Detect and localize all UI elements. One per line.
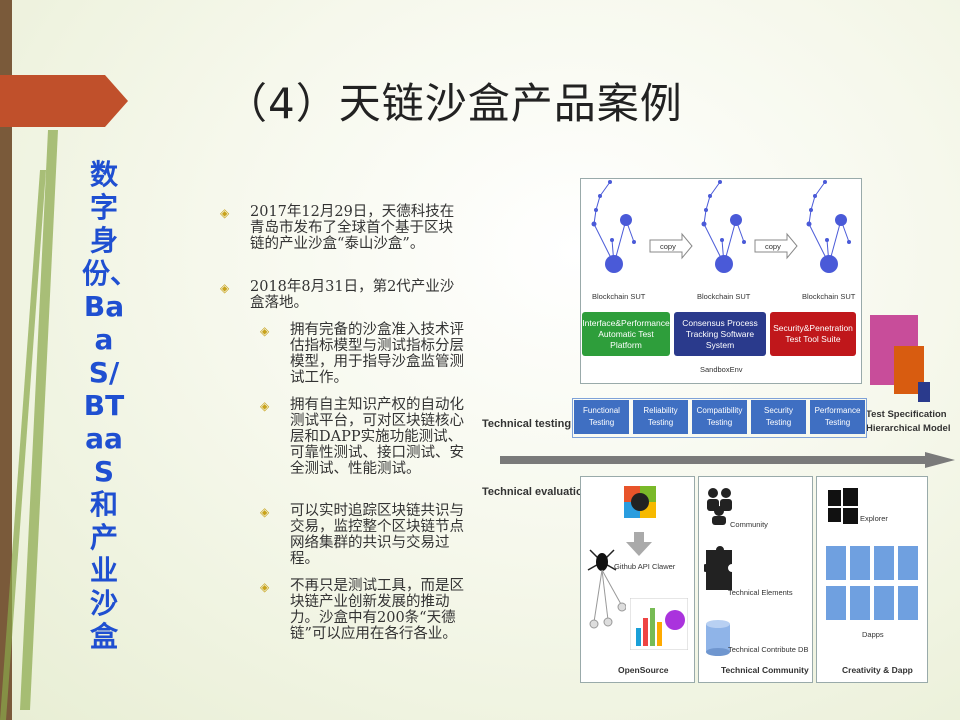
left-bar	[0, 0, 12, 720]
test-compatibility: Compatibility Testing	[692, 400, 747, 434]
community-icon	[707, 488, 732, 525]
test-security: Security Testing	[751, 400, 806, 434]
sub-bullet-3: ◈ 可以实时追踪区块链共识与交易，监控整个区块链节点网络集群的共识与交易过程。	[260, 503, 464, 567]
puzzle-icon	[704, 546, 732, 590]
github-icon	[624, 486, 656, 518]
test-functional: Functional Testing	[574, 400, 629, 434]
technical-testing-label: Technical testing	[482, 418, 572, 430]
tool-consensus-tracking: Consensus Process Tracking Software Syst…	[674, 312, 766, 356]
tech-community-label: Technical Community	[721, 665, 809, 675]
database-icon	[706, 620, 730, 656]
spider-icon	[587, 549, 626, 629]
crawler-label: Github API Clawer	[614, 562, 676, 571]
diamond-icon: ◈	[260, 580, 270, 594]
diamond-icon: ◈	[220, 281, 230, 295]
copy-label-1: copy	[660, 242, 676, 251]
title-arrow	[0, 75, 128, 127]
diamond-icon: ◈	[260, 324, 270, 338]
page-title: （4）天链沙盒产品案例	[225, 79, 683, 128]
test-reliability: Reliability Testing	[633, 400, 688, 434]
tests-bar	[572, 398, 867, 438]
spec-square-navy	[918, 382, 930, 402]
decorative-arrows	[0, 130, 58, 720]
bullet-1: ◈ 2017年12月29日，天德科技在青岛市发布了全球首个基于区块链的产业沙盒“…	[220, 204, 455, 252]
sut-label-2: Blockchain SUT	[697, 292, 751, 301]
diamond-icon: ◈	[260, 505, 270, 519]
sut-label-3: Blockchain SUT	[802, 292, 856, 301]
sub-bullet-1: ◈ 拥有完备的沙盒准入技术评估指标模型与测试指标分层模型，用于指导沙盒监管测试工…	[260, 322, 464, 386]
bullet-2: ◈ 2018年8月31日，第2代产业沙盒落地。	[220, 279, 455, 311]
sut-label-1: Blockchain SUT	[592, 292, 646, 301]
community-label: Community	[730, 520, 768, 529]
diamond-icon: ◈	[220, 206, 230, 220]
dapps-label: Dapps	[862, 630, 884, 639]
side-title: 数字身份、 BaaS/BTaaS和产业沙盒	[82, 158, 139, 653]
copy-label-2: copy	[765, 242, 781, 251]
sub-bullet-4: ◈ 不再只是测试工具，而是区块链产业创新发展的推动力。沙盒中有200条“天德链”…	[260, 578, 464, 642]
spec-model-label: Test Specification Hierarchical Model	[866, 409, 951, 434]
tool-interface-performance: Interface&Performance Automatic Test Pla…	[582, 312, 670, 356]
creativity-label: Creativity & Dapp	[842, 665, 913, 675]
explorer-label: Explorer	[860, 514, 888, 523]
chart-icon	[630, 598, 688, 650]
technical-evaluation-label: Technical evaluation	[482, 486, 590, 498]
tool-security-penetration: Security&Penetration Test Tool Suite	[770, 312, 856, 356]
blockchain-sut-graphs	[591, 180, 851, 273]
dapps-grid	[826, 546, 918, 620]
contribute-db-label: Technical Contribute DB	[728, 645, 809, 654]
divider-arrow	[500, 452, 955, 468]
sandbox-env-label: SandboxEnv	[700, 365, 743, 374]
sub-bullet-2: ◈ 拥有自主知识产权的自动化测试平台，可对区块链核心层和DAPP实施功能测试、可…	[260, 397, 464, 477]
test-performance: Performance Testing	[810, 400, 865, 434]
windows-icon	[828, 488, 858, 524]
opensource-label: OpenSource	[618, 665, 669, 675]
down-arrow-icon	[626, 532, 652, 556]
tech-elements-label: Technical Elements	[728, 588, 793, 597]
diamond-icon: ◈	[260, 399, 270, 413]
